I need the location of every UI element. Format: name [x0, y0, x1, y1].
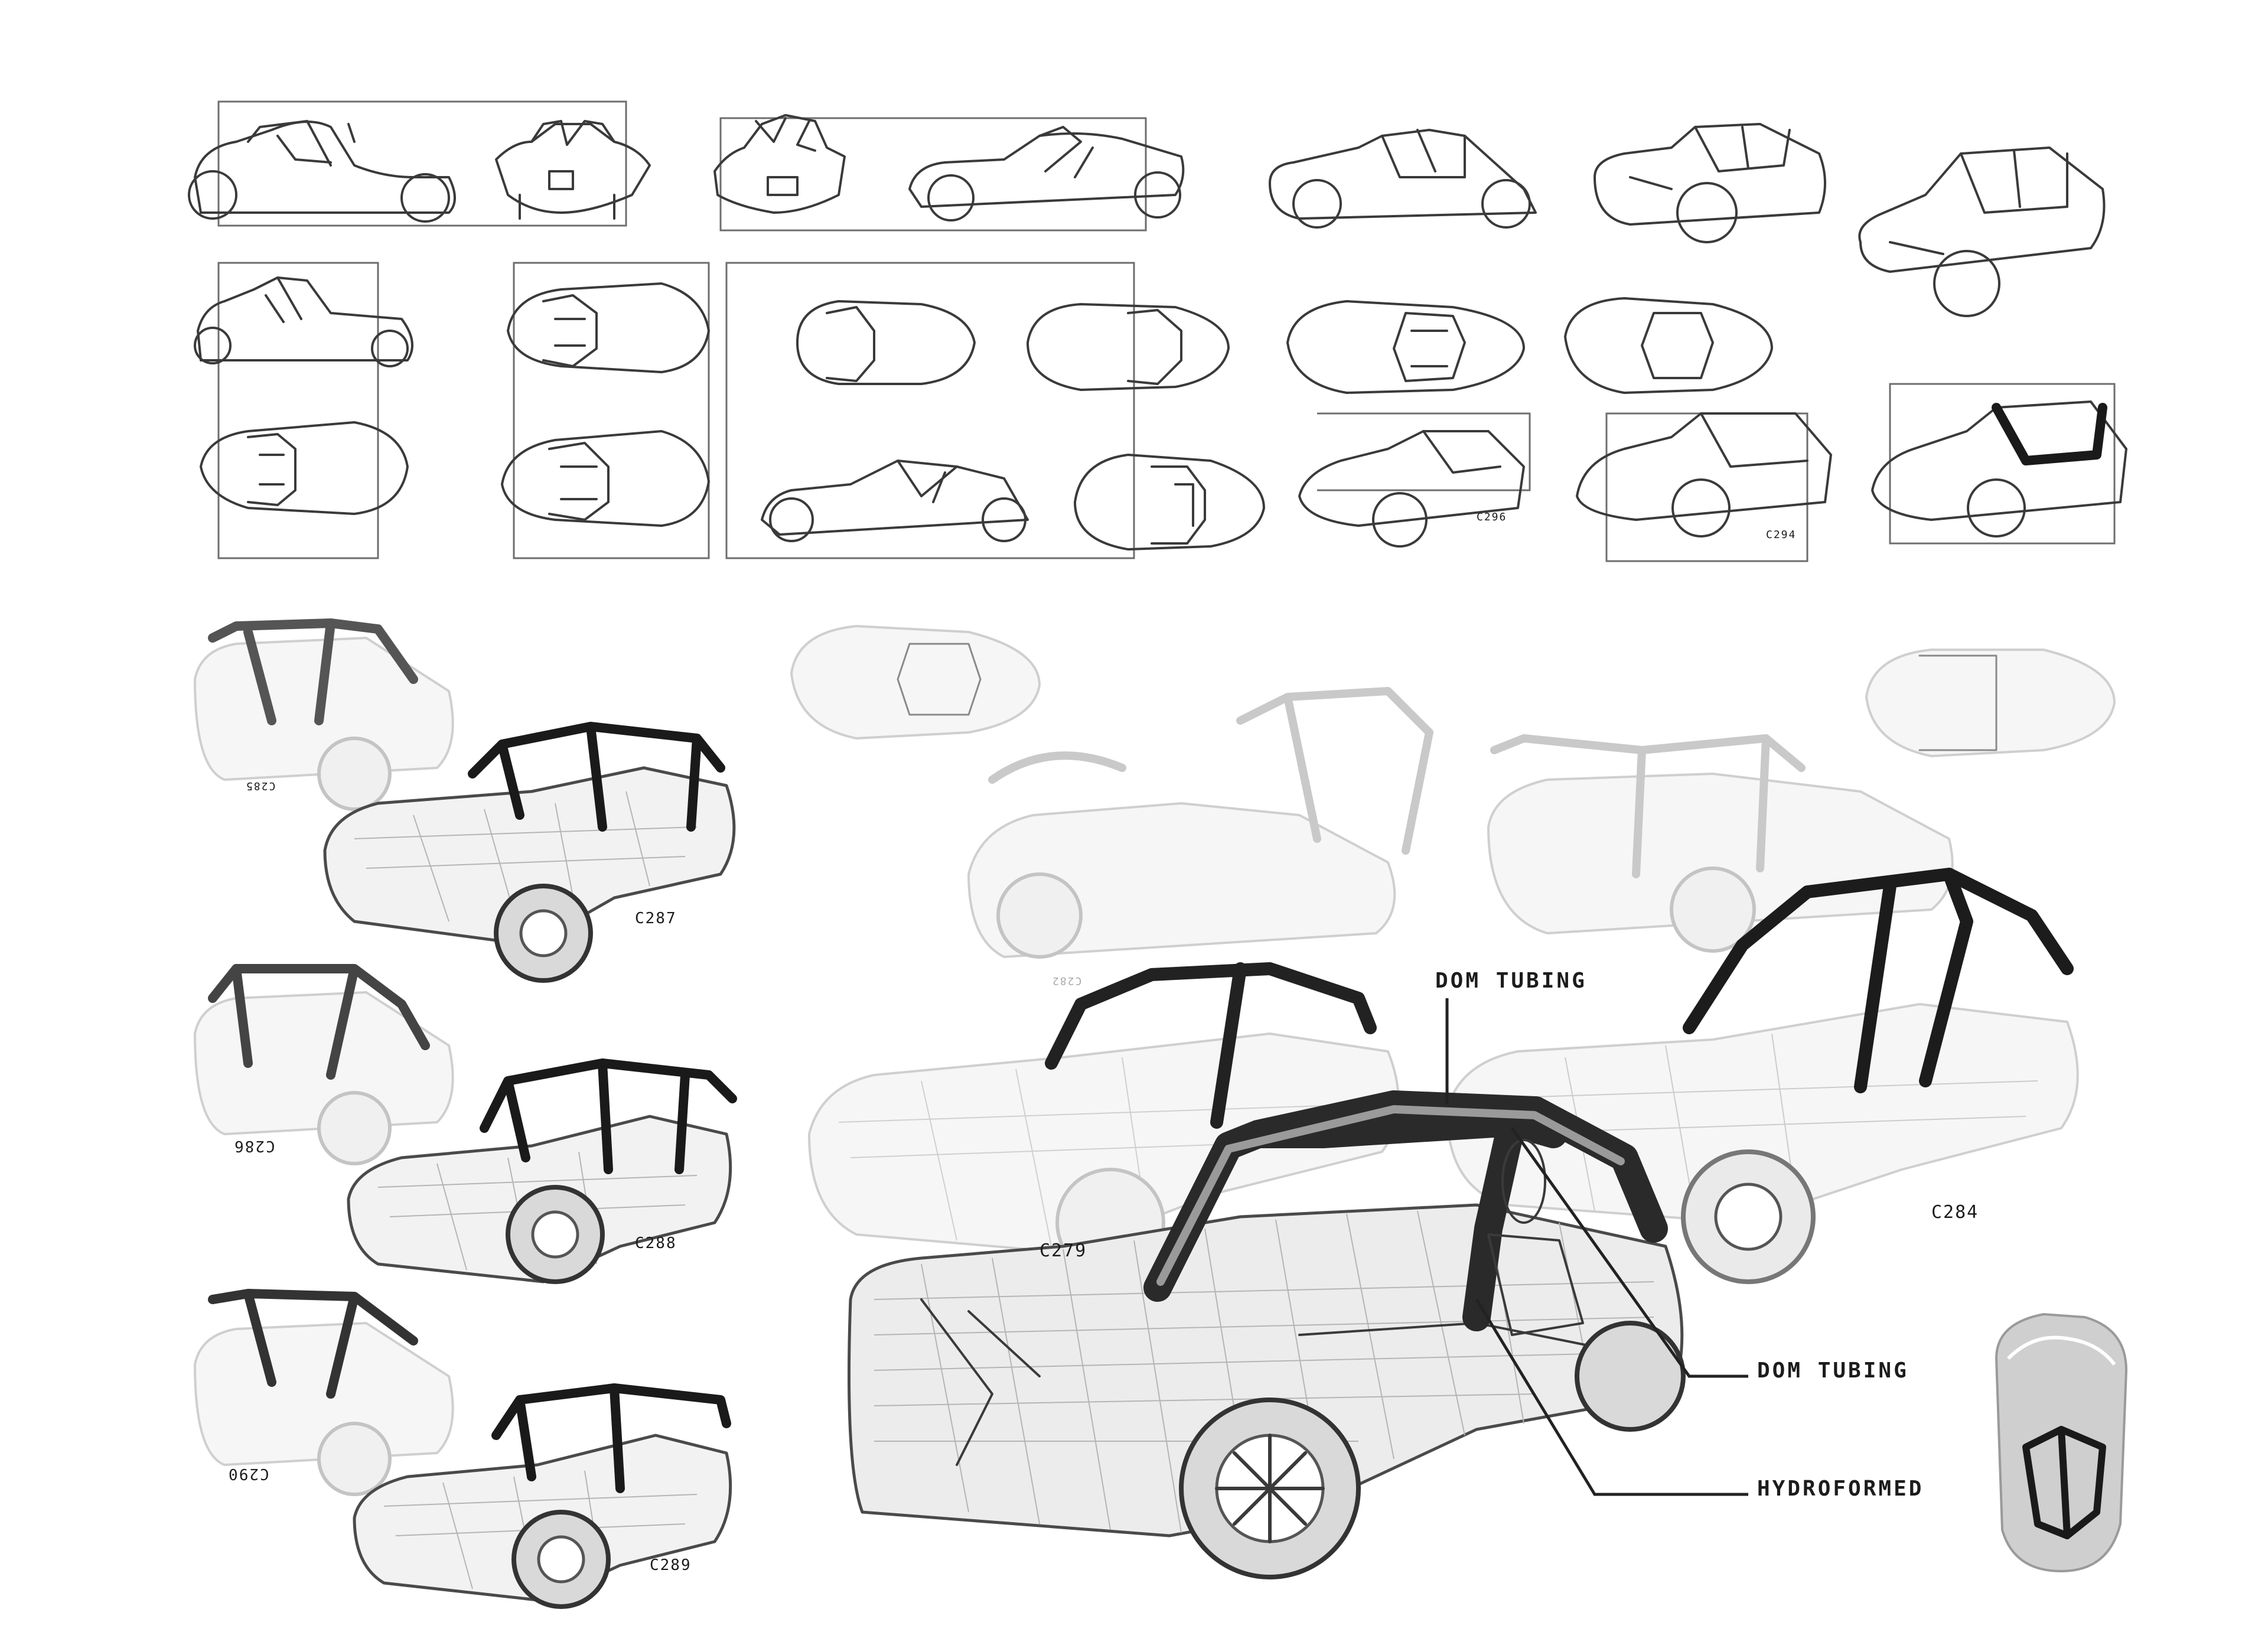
thumbnail-group-4: [501, 262, 710, 559]
code-label-c288: C288: [635, 1234, 677, 1252]
code-label-c285-mirrored: C285: [245, 780, 276, 792]
thumb-top-view-c: [501, 430, 710, 527]
code-label-c284: C284: [1931, 1202, 1979, 1223]
thumb-three-quarter-b: [1858, 146, 2106, 317]
thumb-three-quarter-a: [1594, 123, 1826, 243]
thumb-three-quarter-d: [1576, 412, 1832, 538]
ghost-top-view-b: [1865, 649, 2116, 757]
render-c287-group: [194, 618, 736, 983]
code-label-c289: C289: [650, 1556, 692, 1574]
render-c288-group: [194, 964, 737, 1284]
code-label-c282-mirrored: C282: [1051, 975, 1082, 987]
code-label-c286-mirrored: C286: [233, 1137, 275, 1155]
thumb-top-view-e: [1027, 303, 1230, 391]
thumb-side-view-d: [194, 276, 413, 367]
callout-dom-tubing-top: DOM TUBING: [1435, 969, 1587, 993]
callout-leaders: [1445, 998, 1748, 1496]
thumb-front-view-b: [713, 114, 846, 214]
ghost-render-c282: [967, 687, 1433, 959]
render-c290-ghost: [194, 1289, 454, 1496]
thumb-front-view-a: [495, 120, 651, 220]
render-c285-ghost: [194, 618, 454, 811]
thumb-top-view-a: [200, 421, 409, 515]
thumb-top-view-f: [1074, 454, 1265, 550]
thumb-side-view-a: [188, 120, 456, 223]
thumb-side-view-c: [1269, 129, 1537, 229]
thumb-top-view-h: [1564, 297, 1808, 562]
render-c286-ghost: [194, 964, 454, 1165]
code-label-c296: C296: [1477, 511, 1507, 523]
render-c287: [323, 722, 736, 983]
thumbnail-group-5: [725, 262, 1265, 559]
thumb-three-quarter-c: [1298, 430, 1525, 548]
render-c284: [1446, 868, 2079, 1284]
thumb-top-view-b: [507, 282, 710, 373]
render-c289-group: [194, 1289, 732, 1609]
thumb-side-view-b: [908, 126, 1185, 221]
thumb-three-quarter-e: [1871, 383, 2127, 545]
code-label-c294: C294: [1766, 529, 1797, 541]
thumbnail-group-1: [188, 100, 651, 227]
thumbnail-group-3: [194, 262, 413, 559]
thumbnail-group-2: [713, 114, 1185, 232]
hero-render: [848, 1090, 1686, 1579]
code-label-c279: C279: [1040, 1240, 1087, 1261]
code-label-c287: C287: [635, 910, 677, 927]
callout-hydroformed: HYDROFORMED: [1757, 1477, 1924, 1501]
ghost-top-view-a: [790, 625, 1041, 740]
thumb-top-view-g: [1286, 300, 1531, 491]
thumb-side-view-e: [761, 460, 1029, 542]
bottom-right-top-view: [1995, 1312, 2128, 1573]
render-c288: [347, 1058, 737, 1284]
code-label-c290-mirrored: C290: [227, 1465, 269, 1483]
callout-dom-tubing-right: DOM TUBING: [1757, 1359, 1909, 1383]
thumb-top-view-d: [796, 300, 976, 385]
render-c289: [353, 1383, 732, 1609]
